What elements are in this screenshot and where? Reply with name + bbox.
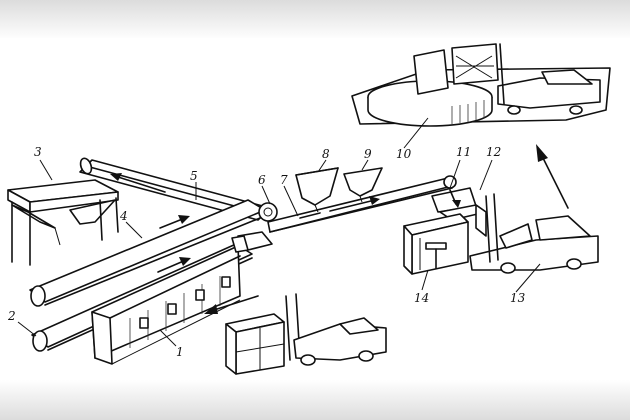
label-6: 6	[258, 173, 266, 187]
transfer-6	[231, 202, 278, 253]
frame-1	[91, 245, 241, 365]
label-5: 5	[190, 169, 198, 183]
label-8: 8	[322, 147, 330, 161]
forklift-bottom	[225, 293, 387, 375]
label-10: 10	[396, 147, 412, 161]
bunker-3	[7, 179, 119, 266]
hopper-8	[295, 167, 339, 213]
stack-14	[403, 213, 469, 275]
arrow-to-storage	[536, 144, 569, 209]
forklift-13	[469, 193, 599, 274]
label-1: 1	[176, 345, 184, 359]
label-13: 13	[510, 291, 526, 305]
label-12: 12	[486, 145, 501, 159]
storage-10	[351, 43, 611, 127]
label-2: 2	[7, 309, 16, 323]
label-11: 11	[456, 145, 471, 159]
arrow-to-frame	[204, 295, 259, 314]
label-3: 3	[34, 145, 42, 159]
label-14: 14	[414, 291, 429, 305]
stacker-11	[431, 187, 477, 213]
label-9: 9	[364, 147, 372, 161]
label-7: 7	[280, 173, 288, 187]
leader-lines	[17, 117, 541, 347]
label-4: 4	[119, 209, 128, 223]
hopper-9	[343, 167, 383, 203]
